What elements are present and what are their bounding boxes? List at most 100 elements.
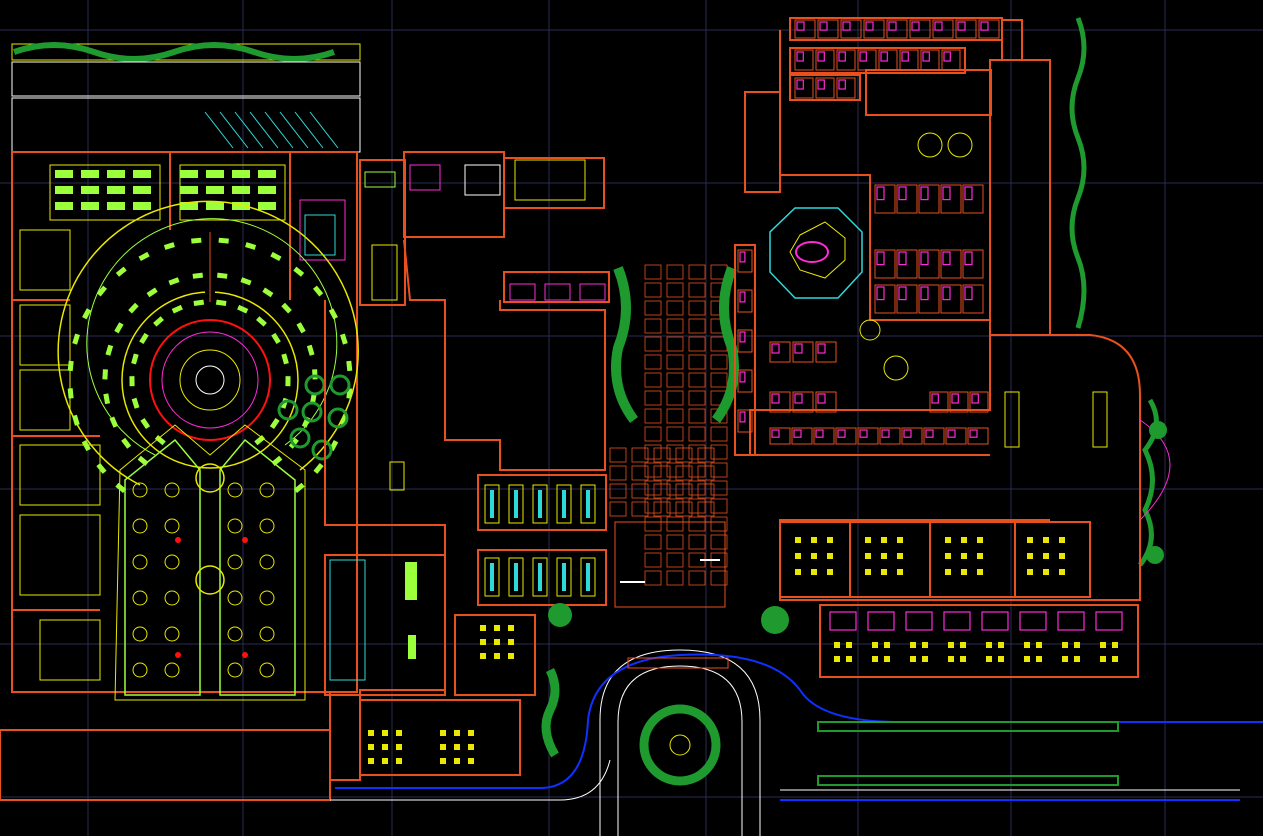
paver bbox=[644, 336, 662, 352]
cafe-table bbox=[1059, 537, 1065, 543]
room-bath bbox=[898, 251, 907, 266]
room-bath bbox=[942, 251, 951, 266]
cubicle bbox=[532, 484, 548, 524]
guest-room bbox=[886, 19, 908, 39]
cafe-table bbox=[1027, 553, 1033, 559]
banquet-seat bbox=[129, 376, 135, 387]
cafe-table bbox=[884, 642, 890, 648]
paver bbox=[688, 300, 706, 316]
paver bbox=[688, 264, 706, 280]
room-bath bbox=[817, 79, 825, 90]
cafe-table bbox=[945, 553, 951, 559]
guest-room bbox=[737, 369, 753, 393]
room-bath bbox=[888, 21, 897, 31]
desk bbox=[232, 186, 250, 194]
banquet-seat bbox=[218, 237, 229, 244]
banquet-seat bbox=[82, 308, 92, 320]
cafe-table bbox=[881, 553, 887, 559]
table bbox=[164, 626, 180, 642]
table bbox=[132, 662, 148, 678]
banquet-seat bbox=[216, 272, 228, 279]
room-bath bbox=[922, 51, 930, 62]
paver bbox=[688, 462, 706, 478]
cafe-table bbox=[910, 642, 916, 648]
banquet-seat bbox=[271, 332, 281, 345]
table bbox=[164, 554, 180, 570]
guest-room bbox=[737, 249, 753, 273]
cafe-table bbox=[1074, 642, 1080, 648]
cafe-table bbox=[494, 625, 500, 631]
desk bbox=[81, 202, 99, 210]
room-bath bbox=[947, 429, 956, 438]
room-bath bbox=[739, 331, 746, 343]
guest-room bbox=[794, 49, 814, 71]
guest-room bbox=[794, 19, 816, 39]
banquet-seat bbox=[128, 302, 139, 314]
banquet-seat bbox=[191, 237, 202, 244]
cafe-table bbox=[1059, 553, 1065, 559]
banquet-seat bbox=[192, 272, 204, 279]
cafe-table bbox=[396, 744, 402, 750]
paver bbox=[644, 444, 662, 460]
cubicle-fixture bbox=[538, 563, 542, 591]
kitchen-unit bbox=[829, 611, 857, 631]
cafe-table bbox=[834, 656, 840, 662]
room-bath bbox=[739, 251, 746, 263]
guest-room bbox=[737, 409, 753, 433]
paver bbox=[666, 534, 684, 550]
cafe-table bbox=[865, 569, 871, 575]
cafe-table bbox=[834, 642, 840, 648]
desk bbox=[81, 170, 99, 178]
cafe-table bbox=[508, 639, 514, 645]
paver bbox=[631, 483, 649, 499]
kitchen-unit bbox=[905, 611, 933, 631]
paver bbox=[688, 480, 706, 496]
room-bath bbox=[876, 186, 885, 201]
room-bath bbox=[859, 429, 868, 438]
cafe-table bbox=[960, 656, 966, 662]
guest-room bbox=[918, 184, 940, 214]
guest-room bbox=[737, 329, 753, 353]
room-bath bbox=[859, 51, 867, 62]
table bbox=[259, 482, 275, 498]
banquet-seat bbox=[293, 266, 305, 277]
table bbox=[164, 590, 180, 606]
guest-room bbox=[945, 427, 967, 445]
desk bbox=[133, 186, 151, 194]
banquet-seat bbox=[215, 299, 227, 307]
cafe-table bbox=[508, 653, 514, 659]
banquet-seat bbox=[67, 360, 74, 372]
paver bbox=[666, 336, 684, 352]
table bbox=[132, 482, 148, 498]
cafe-table bbox=[480, 625, 486, 631]
banquet-seat bbox=[163, 242, 175, 250]
guest-room bbox=[896, 249, 918, 279]
table bbox=[132, 518, 148, 534]
paver bbox=[653, 465, 671, 481]
cafe-table bbox=[977, 569, 983, 575]
cafe-table bbox=[480, 653, 486, 659]
guest-room bbox=[769, 391, 791, 413]
paver bbox=[666, 498, 684, 514]
cafe-table bbox=[872, 642, 878, 648]
cafe-table bbox=[1112, 642, 1118, 648]
guest-room bbox=[949, 391, 969, 413]
desk bbox=[107, 202, 125, 210]
guest-room bbox=[918, 284, 940, 314]
paver bbox=[666, 570, 684, 586]
paver bbox=[710, 354, 728, 370]
cafe-table bbox=[1036, 642, 1042, 648]
kitchen-unit bbox=[943, 611, 971, 631]
paver bbox=[653, 501, 671, 517]
cafe-table bbox=[827, 537, 833, 543]
room-bath bbox=[838, 79, 846, 90]
cafe-table bbox=[945, 569, 951, 575]
cafe-table bbox=[454, 744, 460, 750]
paver bbox=[666, 444, 684, 460]
round-table bbox=[195, 463, 225, 493]
banquet-seat bbox=[103, 393, 111, 405]
guest-room bbox=[896, 284, 918, 314]
guest-room bbox=[932, 19, 954, 39]
kitchen-unit bbox=[1019, 611, 1047, 631]
